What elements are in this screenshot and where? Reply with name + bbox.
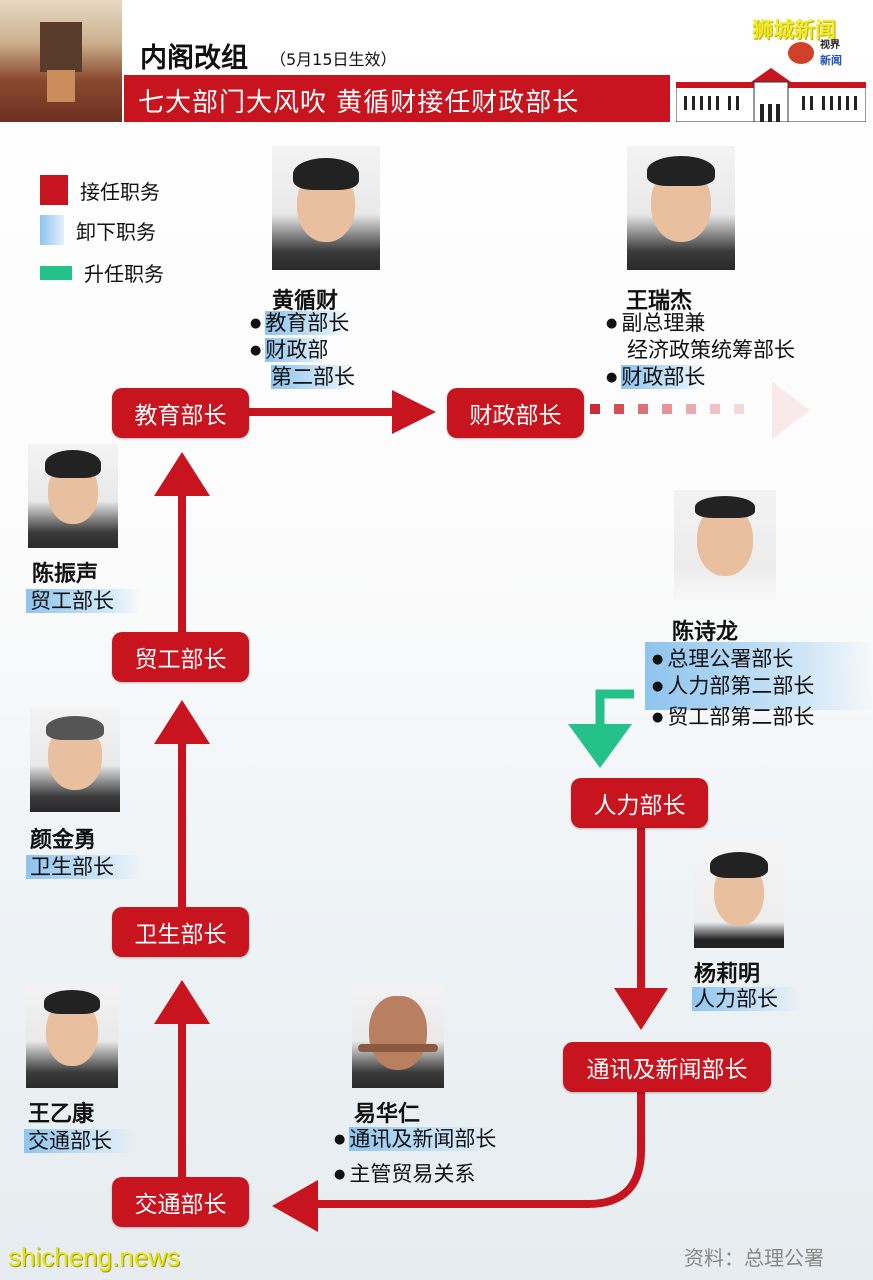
legend-swatch-green [40, 265, 72, 280]
photo-iswaran [352, 984, 444, 1088]
legend-swatch-red [40, 175, 68, 205]
person-roles: 人力部长 [692, 986, 800, 1013]
person-roles: 通讯及新闻部长 主管贸易关系 [334, 1126, 497, 1188]
person-name: 杨莉明 [694, 962, 761, 987]
parliament-building-icon [676, 68, 866, 122]
person-name: 陈诗龙 [672, 620, 739, 645]
page-title: 内阁改组 [140, 43, 248, 74]
person-name: 陈振声 [32, 562, 99, 587]
person-name: 易华仁 [354, 1102, 421, 1127]
ministry-communications[interactable]: 通讯及新闻部长 [563, 1042, 771, 1092]
ministry-manpower[interactable]: 人力部长 [571, 778, 708, 828]
photo-teo [694, 844, 784, 948]
ministry-education[interactable]: 教育部长 [112, 388, 249, 438]
headline-bar [124, 75, 670, 122]
ministry-transport[interactable]: 交通部长 [112, 1177, 249, 1227]
legend-item-relinquish: 卸下职务 [40, 215, 156, 245]
headline: 七大部门大风吹 黄循财接任财政部长 [138, 88, 580, 118]
person-roles: 卫生部长 [26, 854, 140, 881]
person-roles: 交通部长 [24, 1128, 136, 1155]
ministry-health[interactable]: 卫生部长 [112, 907, 249, 957]
ministry-trade[interactable]: 贸工部长 [112, 632, 249, 682]
source-credit: 资料：总理公署 [684, 1246, 824, 1270]
person-name: 王乙康 [28, 1102, 95, 1127]
legend-item-promote: 升任职务 [40, 258, 164, 287]
photo-tan [674, 490, 776, 600]
ministry-finance[interactable]: 财政部长 [447, 388, 584, 438]
logo-sub2: 新闻 [820, 54, 842, 67]
photo-gan [30, 708, 120, 812]
person-roles: 教育部长 财政部 第二部长 [250, 310, 355, 391]
person-roles: 总理公署部长 人力部第二部长 贸工部第二部长 [652, 646, 814, 731]
watermark: shicheng.news [8, 1242, 180, 1272]
legend-item-assume: 接任职务 [40, 175, 160, 205]
effective-date: （5月15日生效） [270, 50, 397, 69]
person-name: 颜金勇 [30, 828, 97, 853]
logo-icon [788, 42, 814, 64]
person-roles: 贸工部长 [26, 588, 140, 615]
person-roles: 副总理兼 经济政策统筹部长 财政部长 [606, 310, 795, 391]
parliament-chamber-photo [0, 0, 122, 122]
logo-sub1: 视界 [820, 40, 840, 51]
photo-ong [26, 984, 118, 1088]
photo-heng [627, 146, 735, 270]
legend-swatch-blue [40, 215, 64, 245]
brand-logo: 狮城新闻 [752, 18, 836, 42]
photo-chan [28, 444, 118, 548]
photo-wong [272, 146, 380, 270]
